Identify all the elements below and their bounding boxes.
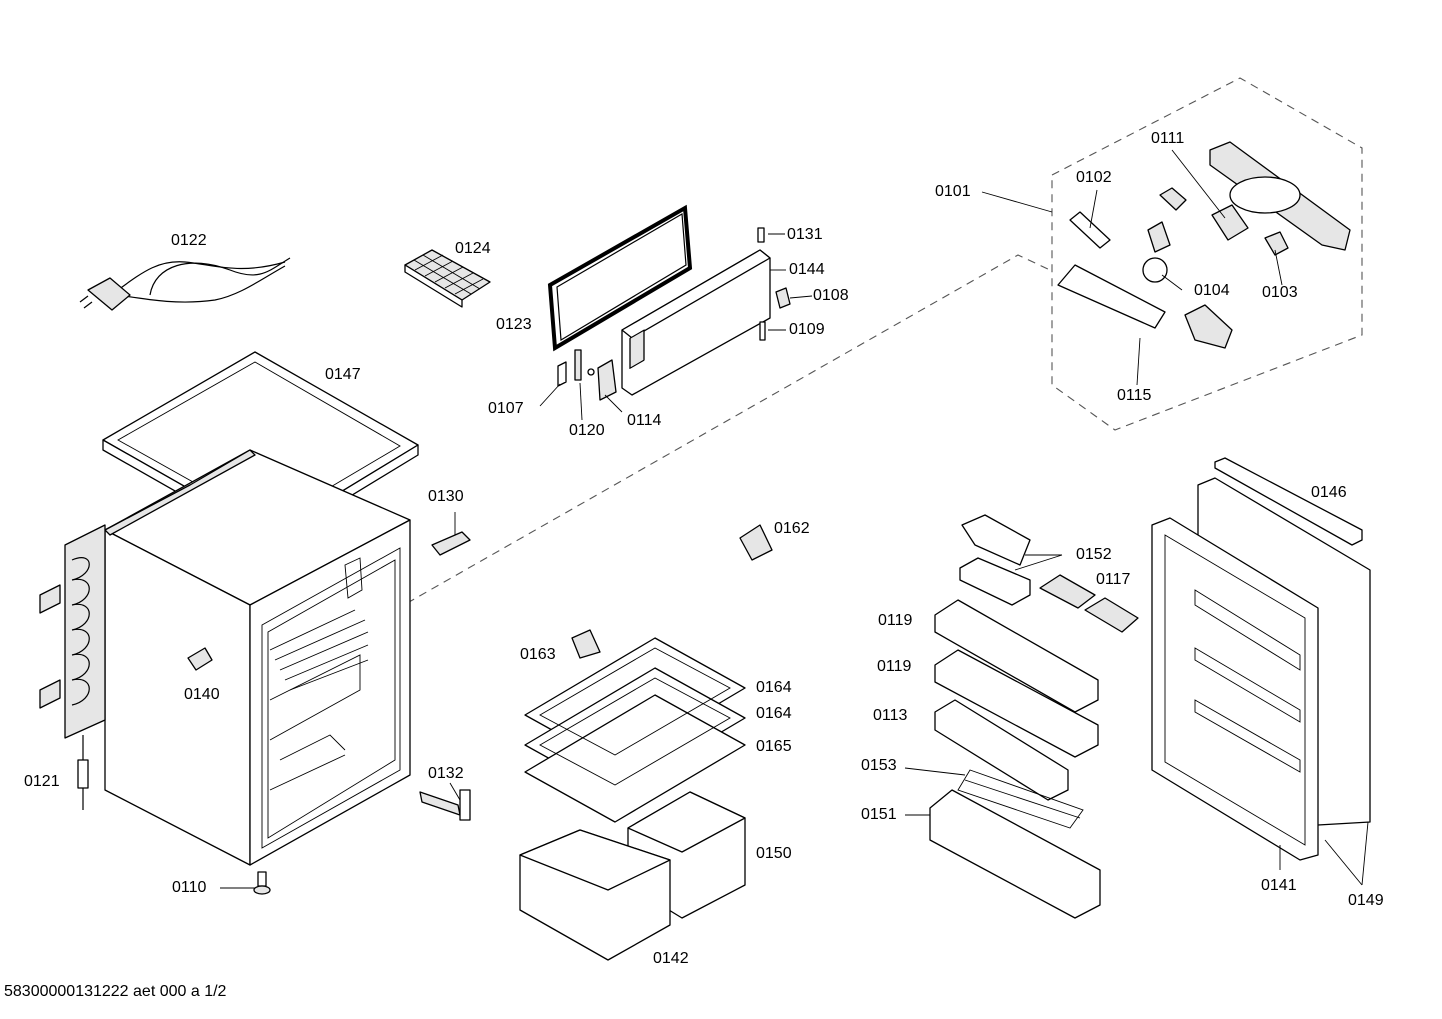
- label-0109: 0109: [789, 321, 825, 338]
- small-plate-part: [557, 361, 567, 387]
- label-0131: 0131: [787, 226, 823, 243]
- label-0162: 0162: [774, 520, 810, 537]
- label-0141: 0141: [1261, 877, 1297, 894]
- shelves-part: [524, 637, 746, 823]
- egg-tray-part-a: [1039, 574, 1096, 609]
- label-0107: 0107: [488, 400, 524, 417]
- label-0149: 0149: [1348, 892, 1384, 909]
- label-0130: 0130: [428, 488, 464, 505]
- label-0121: 0121: [24, 773, 60, 790]
- electrical-group-outline: [1051, 77, 1363, 431]
- label-0164-a: 0164: [756, 679, 792, 696]
- label-0152: 0152: [1076, 546, 1112, 563]
- label-0163: 0163: [520, 646, 556, 663]
- main-door-part: [1151, 457, 1371, 861]
- ice-tray-part: [404, 249, 491, 308]
- screw-0109-part: [759, 321, 766, 341]
- label-0111: 0111: [1151, 130, 1185, 147]
- label-0117: 0117: [1096, 571, 1131, 588]
- label-0115: 0115: [1117, 387, 1152, 404]
- part-0163-shape: [571, 629, 601, 659]
- label-0101: 0101: [935, 183, 971, 200]
- document-footer-id: 58300000131222 aet 000 a 1/2: [4, 983, 227, 1000]
- screw-0131-part: [757, 227, 765, 243]
- condenser-part: [39, 524, 106, 739]
- door-handle-part: [597, 359, 617, 401]
- butter-compartment-part: [959, 514, 1031, 606]
- clip-0108-part: [775, 287, 791, 309]
- label-0164-b: 0164: [756, 705, 792, 722]
- label-0124: 0124: [455, 240, 491, 257]
- hinge-bracket-part: [574, 349, 595, 381]
- upper-hinge-part: [431, 531, 471, 556]
- power-cord-part: [79, 257, 291, 311]
- label-0165: 0165: [756, 738, 792, 755]
- label-0146: 0146: [1311, 484, 1347, 501]
- side-bracket-part: [187, 647, 213, 671]
- label-0119-b: 0119: [877, 658, 912, 675]
- label-0144: 0144: [789, 261, 825, 278]
- electrical-parts-part: [1057, 141, 1351, 349]
- leader-lines: [220, 149, 1369, 889]
- label-0123: 0123: [496, 316, 532, 333]
- label-0120: 0120: [569, 422, 605, 439]
- label-0102: 0102: [1076, 169, 1112, 186]
- filter-drier-part: [77, 735, 89, 810]
- assembly-dash-line: [394, 254, 1051, 611]
- label-0132: 0132: [428, 765, 464, 782]
- label-0150: 0150: [756, 845, 792, 862]
- egg-tray-part-b: [1084, 597, 1139, 633]
- label-0122: 0122: [171, 232, 207, 249]
- label-0108: 0108: [813, 287, 849, 304]
- label-0147: 0147: [325, 366, 361, 383]
- label-0142: 0142: [653, 950, 689, 967]
- label-0140: 0140: [184, 686, 220, 703]
- freezer-door-gasket-part: [547, 204, 693, 352]
- freezer-door-part: [621, 249, 771, 396]
- label-0119-a: 0119: [878, 612, 913, 629]
- label-0110: 0110: [172, 879, 207, 896]
- part-0162-shape: [739, 524, 773, 561]
- label-0103: 0103: [1262, 284, 1298, 301]
- crisper-bins-part: [519, 791, 746, 961]
- door-balconies-part: [929, 599, 1101, 919]
- lower-hinge-part: [419, 789, 471, 821]
- label-0151: 0151: [861, 806, 897, 823]
- cabinet-body-part: [104, 449, 411, 866]
- label-0153: 0153: [861, 757, 897, 774]
- label-0113: 0113: [873, 707, 908, 724]
- foot-screw-part: [253, 871, 271, 895]
- label-0114: 0114: [627, 412, 662, 429]
- label-0104: 0104: [1194, 282, 1230, 299]
